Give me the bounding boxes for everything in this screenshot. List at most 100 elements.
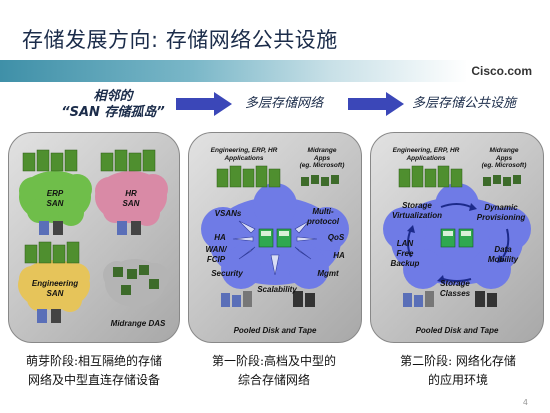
engineering-san-label: Engineering SAN bbox=[27, 279, 83, 299]
cisco-logo: Cisco.com bbox=[471, 64, 532, 78]
core-switches bbox=[440, 228, 474, 248]
panel3-midrange-label: Midrange Apps (eg. Microsoft) bbox=[477, 147, 531, 170]
panel-san-islands: ERP SAN HR SAN Engineering SAN Midrange … bbox=[8, 132, 180, 343]
category-islands: 相邻的 “SAN 存储孤岛” bbox=[52, 89, 174, 121]
page-number: 4 bbox=[522, 398, 528, 407]
feature-vsans: VSANs bbox=[214, 209, 242, 218]
panel3-footer: Pooled Disk and Tape bbox=[415, 326, 499, 335]
panel-storage-utility: Engineering, ERP, HR Applications Midran… bbox=[370, 132, 544, 343]
feature-arrows bbox=[232, 220, 318, 276]
category-islands-line1: 相邻的 bbox=[93, 89, 133, 104]
data-mobility-line1: Data bbox=[494, 245, 512, 254]
midrange-servers bbox=[113, 265, 159, 295]
hr-servers bbox=[100, 149, 156, 172]
apps-line2: Applications bbox=[224, 154, 264, 162]
caption-stage0-line2: 网络及中型直连存储设备 bbox=[27, 373, 160, 387]
panel-multilayer: Engineering, ERP, HR Applications Midran… bbox=[188, 132, 362, 343]
category-islands-line2: “SAN 存储孤岛” bbox=[61, 105, 165, 120]
wan-line1: WAN/ bbox=[205, 245, 227, 254]
multiprotocol-line1: Multi- bbox=[312, 207, 334, 216]
panel3-graphics bbox=[383, 165, 531, 307]
panel2-apps-label: Engineering, ERP, HR Applications bbox=[205, 147, 283, 162]
caption-stage0: 萌芽阶段:相互隔绝的存储 网络及中型直连存储设备 bbox=[4, 352, 184, 390]
hr-storage bbox=[117, 221, 141, 235]
feature-ha-left: HA bbox=[214, 233, 226, 242]
storage-cloud bbox=[201, 183, 349, 289]
caption-stage2: 第二阶段: 网络化存储 的应用环境 bbox=[372, 352, 544, 390]
storage-cloud bbox=[383, 183, 531, 289]
erp-storage bbox=[39, 221, 63, 235]
pooled-storage bbox=[403, 291, 497, 307]
feature-data-mobility: Data Mobility bbox=[483, 245, 523, 265]
lan-free-backup-line1: LAN bbox=[396, 239, 414, 248]
feature-lan-free-backup: LAN Free Backup bbox=[385, 239, 425, 269]
caption-stage1-line2: 综合存储网络 bbox=[237, 373, 310, 387]
data-mobility-line2: Mobility bbox=[487, 255, 519, 264]
storage-classes-line1: Storage bbox=[440, 279, 470, 288]
storage-virtualization-line1: Storage bbox=[402, 201, 432, 210]
feature-dynamic-provisioning: Dynamic Provisioning bbox=[473, 203, 529, 223]
hr-label: HR bbox=[125, 189, 137, 198]
feature-multiprotocol: Multi- protocol bbox=[301, 207, 345, 227]
panel3-apps-label: Engineering, ERP, HR Applications bbox=[387, 147, 465, 162]
storage-classes-line2: Classes bbox=[439, 289, 471, 298]
panel2-graphics bbox=[201, 165, 349, 307]
feature-security: Security bbox=[211, 269, 243, 278]
midrange-line2: Apps bbox=[495, 154, 513, 162]
lan-free-backup-line2: Free bbox=[396, 249, 414, 258]
stage-arrow-2 bbox=[348, 92, 404, 116]
midrange-line3: (eg. Microsoft) bbox=[481, 162, 527, 169]
apps-line1: Engineering, ERP, HR bbox=[392, 147, 460, 154]
dynamic-provisioning-line1: Dynamic bbox=[484, 203, 518, 212]
lan-free-backup-line3: Backup bbox=[390, 259, 420, 268]
caption-stage0-line1: 萌芽阶段:相互隔绝的存储 bbox=[25, 354, 163, 368]
cycle-arrowheads bbox=[407, 203, 505, 283]
caption-stage2-line2: 的应用环境 bbox=[427, 373, 488, 387]
san-label: SAN bbox=[46, 289, 64, 298]
feature-wan-fcip: WAN/ FCIP bbox=[201, 245, 231, 265]
app-servers bbox=[216, 165, 281, 188]
page-title: 存储发展方向: 存储网络公共设施 bbox=[22, 28, 338, 52]
san-label: SAN bbox=[122, 199, 140, 208]
midrange-line1: Midrange bbox=[489, 147, 519, 154]
header-band bbox=[0, 60, 550, 82]
dynamic-provisioning-line2: Provisioning bbox=[476, 213, 526, 222]
feature-qos: QoS bbox=[327, 233, 345, 242]
stage-arrow-1 bbox=[176, 92, 232, 116]
erp-label: ERP bbox=[46, 189, 64, 198]
midrange-line1: Midrange bbox=[307, 147, 337, 154]
category-multilayer: 多层存储网络 bbox=[244, 96, 323, 111]
caption-stage2-line1: 第二阶段: 网络化存储 bbox=[400, 354, 516, 368]
engineering-servers bbox=[24, 241, 80, 264]
engineering-storage bbox=[37, 309, 61, 323]
erp-cloud bbox=[19, 171, 92, 226]
feature-storage-virtualization: Storage Virtualization bbox=[387, 201, 447, 221]
caption-stage1-line1: 第一阶段:高档及中型的 bbox=[211, 354, 337, 368]
core-switches bbox=[258, 228, 292, 248]
apps-line1: Engineering, ERP, HR bbox=[210, 147, 278, 154]
midrange-line2: Apps bbox=[313, 154, 331, 162]
multiprotocol-line2: protocol bbox=[307, 217, 339, 226]
erp-san-label: ERP SAN bbox=[35, 189, 75, 209]
midrange-servers bbox=[301, 175, 339, 186]
hr-san-label: HR SAN bbox=[111, 189, 151, 209]
wan-line2: FCIP bbox=[206, 255, 226, 264]
feature-scalability: Scalability bbox=[257, 285, 297, 294]
caption-stage1: 第一阶段:高档及中型的 综合存储网络 bbox=[188, 352, 360, 390]
panel2-midrange-label: Midrange Apps (eg. Microsoft) bbox=[295, 147, 349, 170]
midrange-line3: (eg. Microsoft) bbox=[299, 162, 345, 169]
midrange-cloud bbox=[103, 259, 169, 307]
app-servers bbox=[398, 165, 463, 188]
feature-mgmt: Mgmt bbox=[317, 269, 339, 278]
erp-servers bbox=[22, 149, 78, 172]
storage-virtualization-line2: Virtualization bbox=[392, 211, 442, 220]
san-label: SAN bbox=[46, 199, 64, 208]
category-utility: 多层存储公共设施 bbox=[411, 96, 516, 111]
pooled-storage bbox=[221, 291, 315, 307]
feature-ha-right: HA bbox=[333, 251, 345, 260]
engineering-label: Engineering bbox=[31, 279, 79, 288]
midrange-das-label: Midrange DAS bbox=[110, 319, 166, 328]
midrange-servers bbox=[483, 175, 521, 186]
panel2-footer: Pooled Disk and Tape bbox=[233, 326, 317, 335]
engineering-cloud bbox=[18, 260, 90, 312]
